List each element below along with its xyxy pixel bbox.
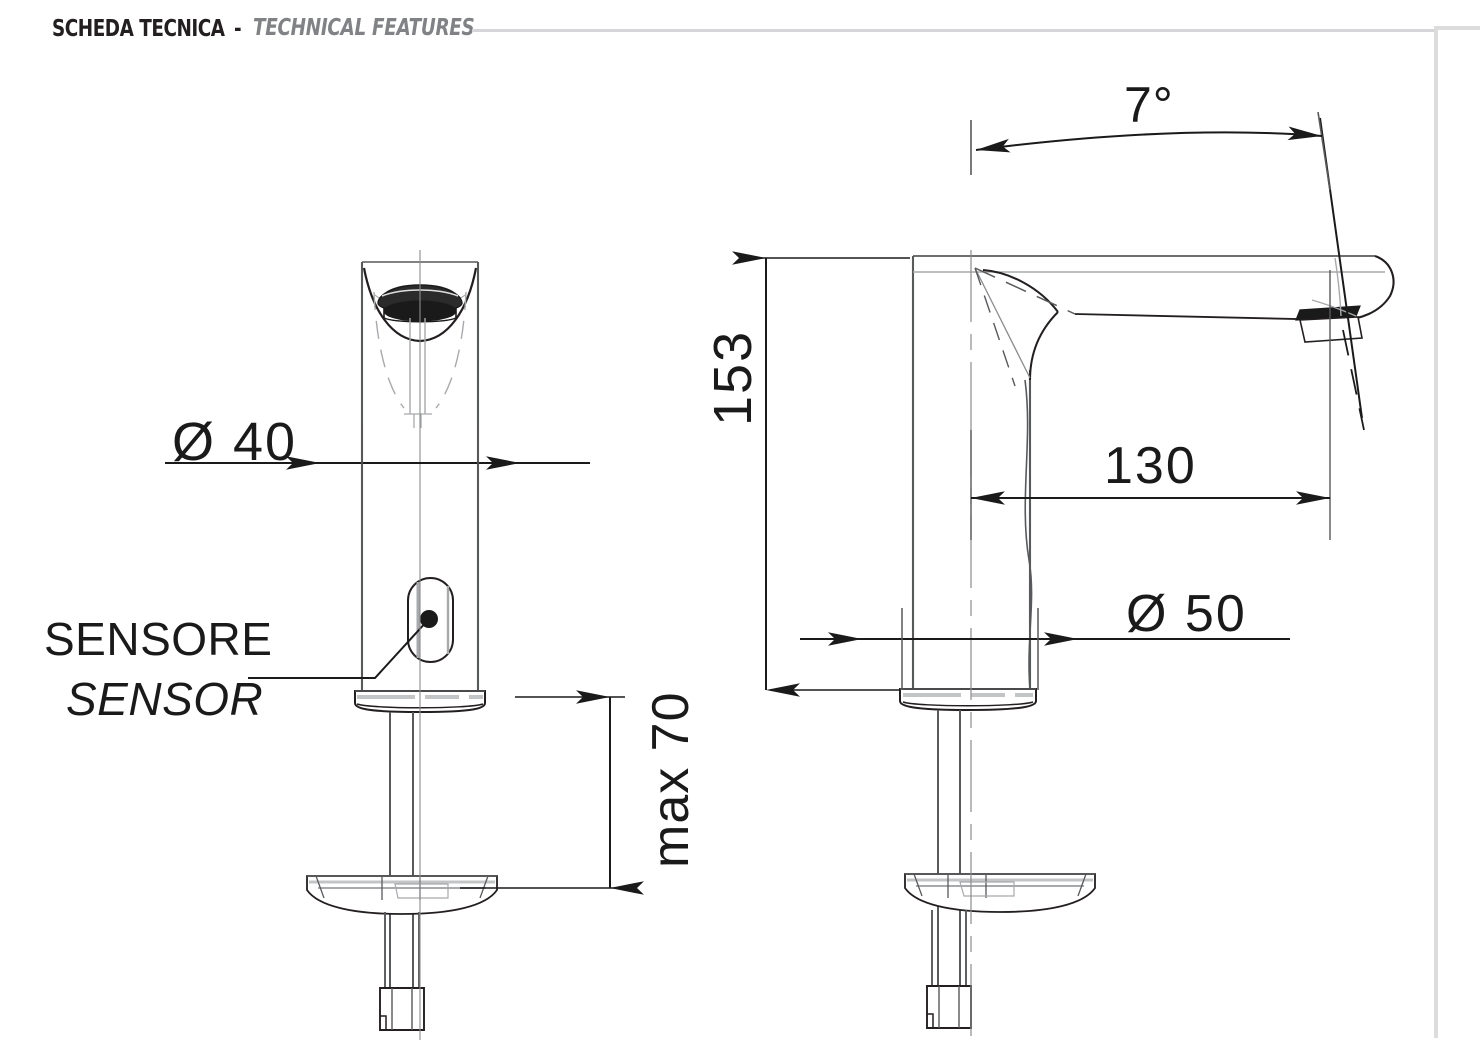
sheet-header: SCHEDA TECNICA - TECHNICAL FEATURES [0, 0, 1480, 56]
header-title-italian: SCHEDA TECNICA [52, 16, 225, 42]
dimension-label-diameter-40: Ø 40 [172, 412, 298, 472]
header-title-english: TECHNICAL FEATURES [253, 15, 475, 41]
front-view-hex-nut [379, 912, 425, 1031]
dimension-reach-130 [970, 270, 1331, 540]
sensor-label-english: SENSOR [66, 673, 264, 725]
dimension-label-angle-7deg: 7° [1124, 77, 1174, 133]
front-view [248, 250, 498, 1040]
dimension-diameter-40 [165, 425, 590, 520]
side-view-aerator [1295, 257, 1363, 343]
header-separator: - [234, 16, 242, 42]
sheet-frame-right-border [1434, 26, 1438, 1038]
header-rule [472, 29, 1437, 32]
dimension-max-70 [460, 690, 644, 895]
front-view-threaded-shank [389, 712, 414, 995]
dimension-angle-7deg [970, 111, 1331, 191]
dimension-label-diameter-50: Ø 50 [1126, 585, 1247, 643]
sensor-label-italian: SENSORE [44, 613, 273, 665]
front-view-fixing-bracket [306, 875, 498, 915]
sensor-leader-line [248, 610, 438, 679]
sheet-frame-top-border [1434, 26, 1480, 30]
side-view-mounting-flange [899, 688, 1037, 712]
side-view-threaded-shank [937, 710, 961, 990]
side-view-hex-nut [926, 910, 972, 1029]
dimension-height-153 [732, 251, 910, 697]
side-view-fixing-bracket [904, 873, 1096, 913]
dimension-diameter-50 [800, 608, 1290, 690]
side-view [899, 117, 1395, 1040]
dimension-label-height-153: 153 [703, 329, 763, 426]
dimension-label-max-70: max 70 [642, 691, 700, 868]
dimension-label-reach-130: 130 [1104, 437, 1197, 495]
